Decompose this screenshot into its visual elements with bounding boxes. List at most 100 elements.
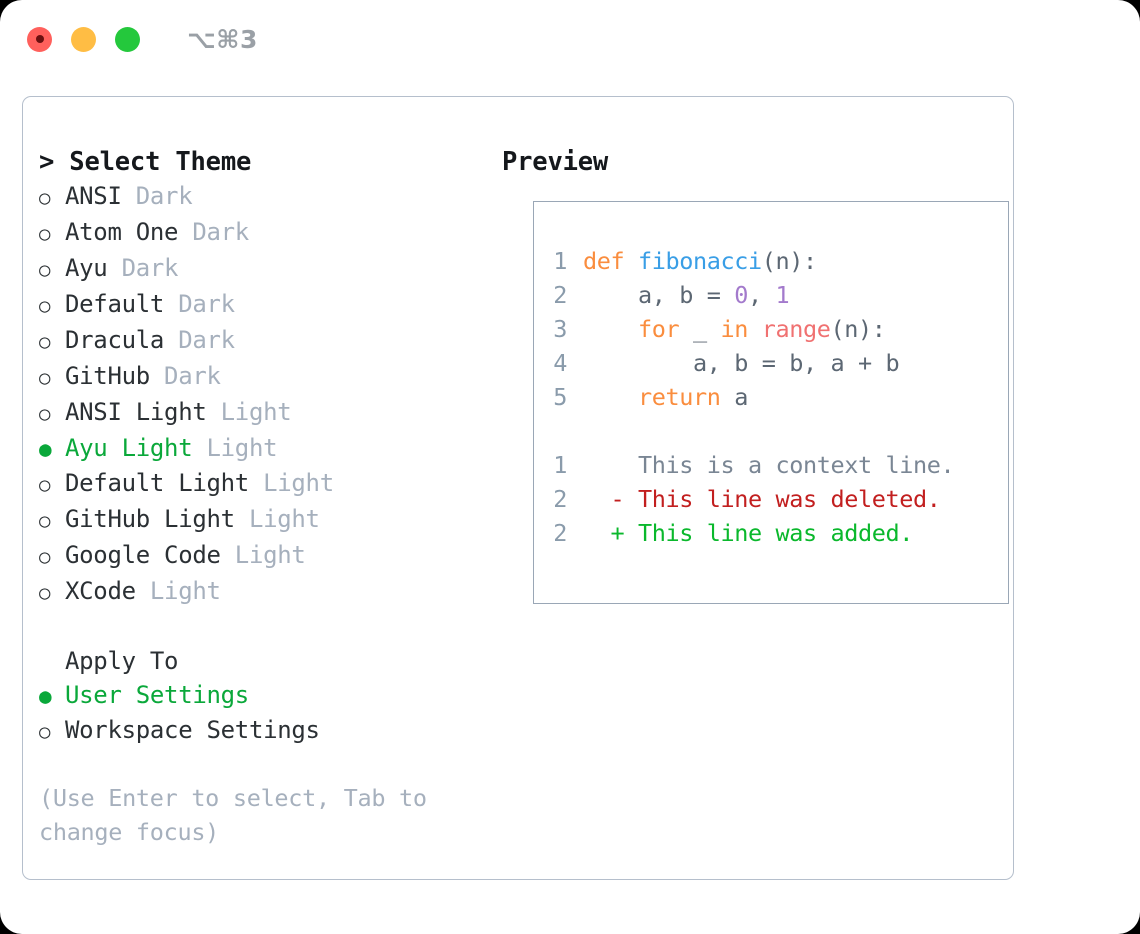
code-diff-spacer (551, 414, 954, 448)
title-bar: ⌥⌘3 (0, 0, 1140, 78)
preview-heading: Preview (502, 147, 609, 177)
theme-option-atom-one[interactable]: ○Atom One Dark (39, 215, 499, 251)
apply-to-option-label: Workspace Settings (65, 716, 320, 744)
code-token-plain: _ (679, 315, 721, 343)
theme-option-google-code[interactable]: ○ Google Code Light (39, 538, 499, 574)
theme-option-label: GitHub (65, 362, 150, 390)
radio-unselected-icon: ○ (39, 403, 51, 425)
content-panel: > Select Theme ○ANSI Dark○Atom One Dark○… (22, 96, 1014, 880)
code-line-number: 3 (553, 315, 567, 343)
code-token-keyword: def (583, 247, 638, 275)
theme-option-category: Dark (164, 326, 235, 354)
radio-selected-icon: ● (39, 437, 52, 461)
apply-to-option-list: ● User Settings ○ Workspace Settings (39, 678, 499, 749)
diff-line-number: 1 (553, 451, 567, 479)
radio-unselected-icon: ○ (39, 721, 51, 743)
theme-option-label: Default Light (65, 469, 249, 497)
code-token-keyword: for (638, 315, 680, 343)
hint-spacer (39, 749, 499, 781)
theme-option-category: Dark (164, 290, 235, 318)
diff-line-context: 1 This is a context line. (551, 448, 954, 482)
theme-option-category: Light (206, 398, 292, 426)
theme-option-list: ○ANSI Dark○Atom One Dark○Ayu Dark○Defaul… (39, 179, 499, 610)
radio-unselected-icon: ○ (39, 259, 51, 281)
code-line: 2 a, b = 0, 1 (551, 278, 954, 312)
theme-option-ansi[interactable]: ○ANSI Dark (39, 179, 499, 215)
theme-option-category: Light (192, 434, 278, 462)
theme-option-default[interactable]: ○Default Dark (39, 287, 499, 323)
code-token-keyword: return (638, 383, 721, 411)
code-token-keyword: in (720, 315, 749, 343)
apply-to-heading: Apply To (65, 647, 179, 675)
radio-unselected-icon: ○ (39, 546, 51, 568)
theme-option-default-light[interactable]: ○ Default Light Light (39, 466, 499, 502)
theme-option-ayu[interactable]: ○ Ayu Dark (39, 251, 499, 287)
code-token-number: 1 (775, 281, 790, 309)
theme-option-xcode[interactable]: ○ XCode Light (39, 574, 499, 610)
diff-line-text: This is a context line. (583, 451, 955, 479)
theme-option-ansi-light[interactable]: ○ ANSI Light Light (39, 395, 499, 431)
select-theme-heading: > Select Theme (39, 147, 252, 177)
theme-option-github-light[interactable]: ○GitHub Light Light (39, 502, 499, 538)
code-line: 3 for _ in range(n): (551, 312, 954, 346)
section-spacer (39, 610, 499, 644)
code-line-number: 1 (553, 247, 567, 275)
apply-to-option-workspace-settings[interactable]: ○ Workspace Settings (39, 713, 499, 749)
close-window-button[interactable] (27, 26, 52, 52)
theme-option-category: Light (248, 469, 334, 497)
apply-to-option-label: User Settings (65, 681, 249, 709)
theme-option-category: Light (220, 541, 306, 569)
code-line-number: 4 (553, 349, 567, 377)
code-token-plain (583, 383, 638, 411)
radio-unselected-icon: ○ (39, 367, 51, 389)
theme-option-category: Light (234, 505, 320, 533)
theme-option-label: Default (65, 290, 165, 318)
minimize-window-button[interactable] (71, 26, 96, 52)
radio-unselected-icon: ○ (39, 331, 51, 353)
code-line: 4 a, b = b, a + b (551, 346, 954, 380)
code-line-number: 5 (553, 383, 567, 411)
theme-option-label: Dracula (65, 326, 165, 354)
theme-option-ayu-light[interactable]: ●Ayu Light Light (39, 431, 499, 466)
code-token-number: 0 (734, 281, 748, 309)
keyboard-shortcut-label: ⌥⌘3 (187, 24, 258, 54)
theme-option-category: Dark (107, 254, 179, 282)
radio-unselected-icon: ○ (39, 474, 51, 496)
code-token-plain (583, 315, 638, 343)
code-line: 5 return a (551, 380, 954, 414)
code-token-function: fibonacci (638, 247, 762, 275)
diff-line-text: + This line was added. (583, 519, 913, 547)
code-token-plain: a, b = b, a + b (583, 349, 900, 377)
theme-option-category: Light (135, 577, 221, 605)
diff-line-added: 2 + This line was added. (551, 516, 954, 550)
theme-option-label: ANSI Light (65, 398, 207, 426)
theme-option-github[interactable]: ○ GitHub Dark (39, 359, 499, 395)
diff-line-number: 2 (553, 519, 567, 547)
diff-line-number: 2 (553, 485, 567, 513)
radio-unselected-icon: ○ (39, 582, 51, 604)
apply-to-option-user-settings[interactable]: ● User Settings (39, 678, 499, 713)
code-line-number: 2 (553, 281, 567, 309)
keyboard-hint-text: (Use Enter to select, Tab to change focu… (39, 784, 427, 846)
theme-option-label: Google Code (65, 541, 221, 569)
code-token-plain (748, 315, 762, 343)
radio-unselected-icon: ○ (39, 223, 51, 245)
code-token-plain: a (720, 383, 748, 411)
diff-line-text: - This line was deleted. (583, 485, 941, 513)
theme-option-label: Atom One (65, 218, 179, 246)
code-token-plain: (n): (830, 315, 886, 343)
code-token-builtin: range (761, 315, 831, 343)
theme-option-label: ANSI (65, 182, 122, 210)
theme-option-label: XCode (65, 577, 136, 605)
maximize-window-button[interactable] (115, 26, 140, 52)
theme-selection-column: > Select Theme ○ANSI Dark○Atom One Dark○… (39, 145, 499, 849)
theme-option-category: Dark (149, 362, 221, 390)
radio-selected-icon: ● (39, 684, 52, 708)
theme-option-dracula[interactable]: ○ Dracula Dark (39, 323, 499, 359)
theme-option-label: Ayu (65, 254, 108, 282)
